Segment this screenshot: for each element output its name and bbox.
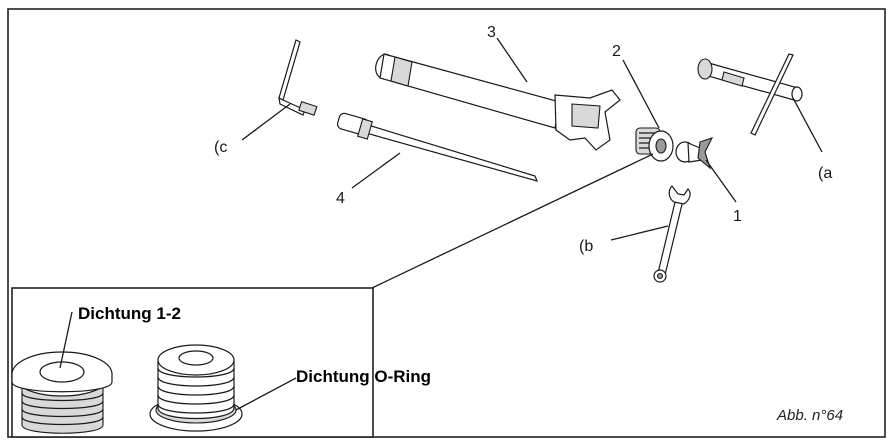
- figure-frame: [7, 8, 886, 438]
- part-1-cap: [675, 137, 714, 170]
- leader-line-seal-o-ring: [235, 377, 297, 411]
- label-seal-o-ring: Dichtung O-Ring: [296, 367, 431, 386]
- leader-line-2: [622, 59, 660, 129]
- leader-line-b: [610, 225, 669, 241]
- leader-line-1: [705, 159, 737, 203]
- leader-line-3: [496, 37, 528, 83]
- label-part-3: 3: [487, 24, 496, 41]
- open-end-wrench-tool-b: [653, 185, 691, 283]
- seal-o-ring-illustration: [149, 344, 243, 432]
- label-seal-1-2: Dichtung 1-2: [78, 304, 181, 323]
- detail-callout-line: [371, 153, 654, 289]
- leader-line-4: [351, 152, 401, 189]
- seal-1-2-illustration: [11, 351, 113, 434]
- allen-key-tool-c: [278, 39, 318, 116]
- part-4-rod: [336, 112, 539, 182]
- part-3-tube: [375, 53, 621, 151]
- figure-caption: Abb. n°64: [776, 407, 843, 424]
- label-part-2: 2: [612, 43, 621, 60]
- leader-line-seal-1-2: [59, 311, 73, 369]
- label-part-1: 1: [733, 208, 742, 225]
- part-2-threaded-plug: [635, 127, 674, 162]
- t-handle-tool-a: [697, 53, 803, 136]
- label-part-4: 4: [336, 190, 345, 207]
- label-tool-b: (b: [579, 238, 593, 255]
- label-tool-a: (a: [818, 165, 832, 182]
- label-tool-c: (c: [214, 139, 227, 156]
- leader-line-a: [792, 97, 823, 153]
- leader-line-c: [241, 103, 291, 141]
